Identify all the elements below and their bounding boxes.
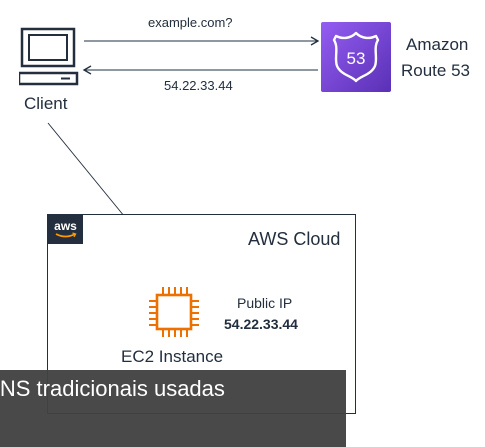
ec2-chip-icon [149, 287, 199, 337]
aws-logo-icon: aws [54, 219, 77, 238]
ec2-label: EC2 Instance [121, 347, 224, 366]
public-ip-label: Public IP [237, 295, 293, 311]
caption-text: DNS tradicionais usadas [0, 376, 225, 401]
desktop-computer-icon [19, 27, 79, 86]
caption-bar [0, 370, 346, 447]
aws-cloud-title: AWS Cloud [248, 229, 341, 249]
route53-shield-icon: 53 [332, 31, 380, 83]
query-text: example.com? [148, 15, 233, 30]
aws-logo-badge [48, 215, 83, 244]
aws-badge-text: aws [54, 219, 77, 233]
route53-label-line2: Route 53 [401, 61, 470, 80]
client-label: Client [24, 94, 68, 113]
route53-badge-number: 53 [347, 49, 366, 68]
public-ip-value: 54.22.33.44 [224, 316, 298, 332]
route53-label-line1: Amazon [406, 35, 469, 54]
response-text: 54.22.33.44 [164, 78, 233, 93]
